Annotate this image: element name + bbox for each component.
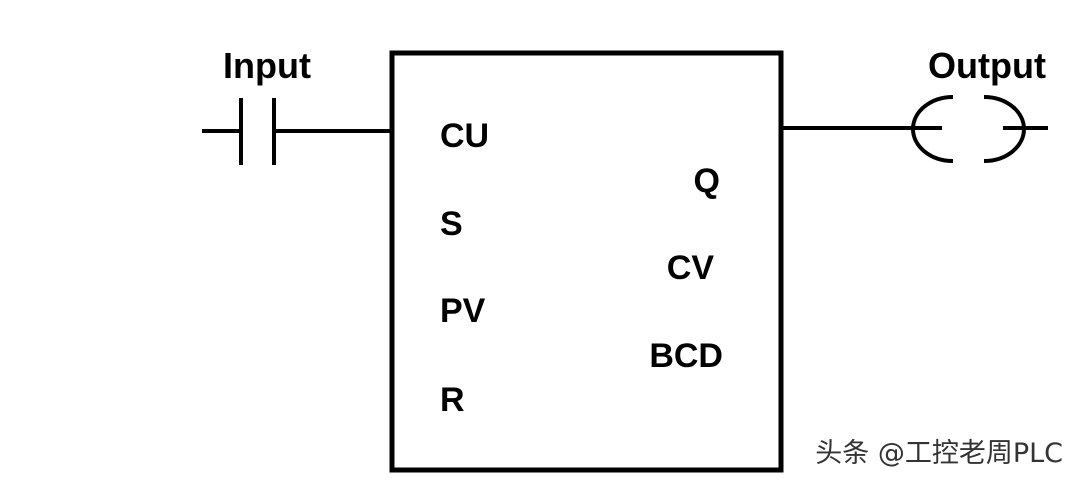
normally-open-contact-icon bbox=[202, 98, 392, 165]
pin-s: S bbox=[440, 205, 463, 243]
pin-q: Q bbox=[694, 162, 720, 200]
pin-cu: CU bbox=[440, 117, 489, 155]
output-label: Output bbox=[928, 45, 1046, 86]
watermark: 头条 @工控老周PLC bbox=[815, 438, 1063, 469]
output-coil-icon bbox=[781, 95, 1048, 163]
pin-pv: PV bbox=[440, 292, 486, 330]
pin-bcd: BCD bbox=[649, 337, 723, 375]
pin-r: R bbox=[440, 381, 465, 419]
pin-cv: CV bbox=[667, 249, 715, 287]
coil-left-arc bbox=[911, 95, 954, 163]
counter-block bbox=[389, 50, 784, 473]
input-label: Input bbox=[223, 45, 311, 86]
